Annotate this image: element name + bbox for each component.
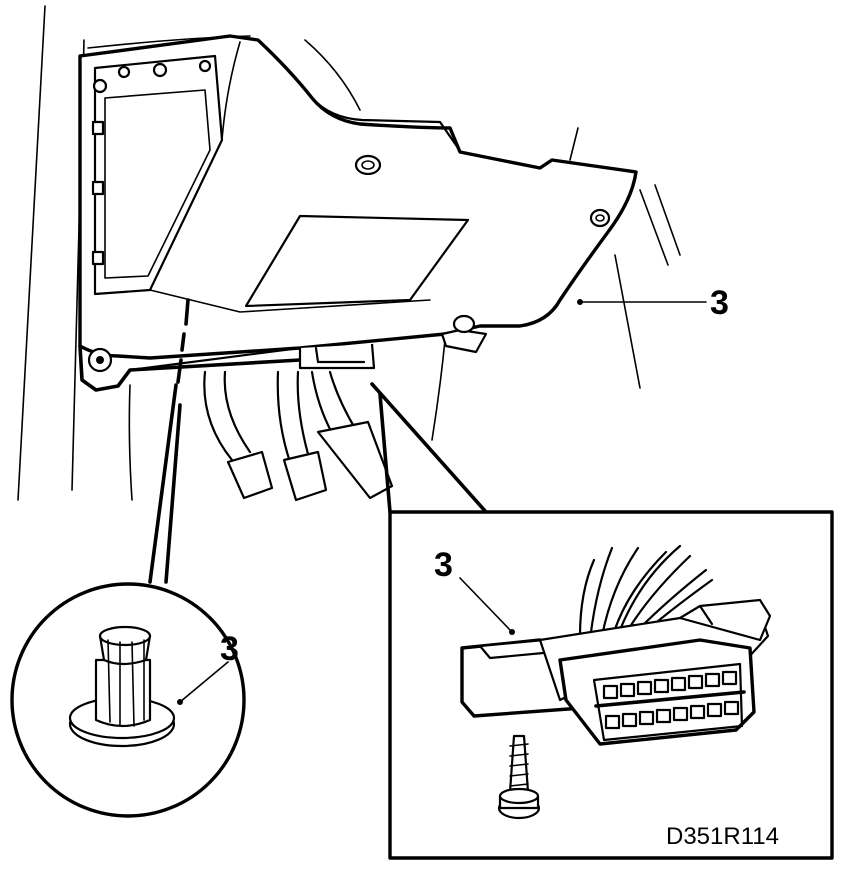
- main-view: 3: [17, 5, 729, 502]
- connector-pins: [602, 670, 740, 730]
- connector-callout-number: 3: [434, 546, 453, 584]
- panel-callout-number: 3: [710, 284, 729, 322]
- clip-guide-line: [176, 298, 190, 384]
- lower-dash-panel: [78, 34, 638, 392]
- diagnostic-connector: [460, 598, 772, 746]
- clip-detail: 3: [10, 383, 246, 818]
- push-clip: [68, 625, 176, 748]
- panel-callout: 3: [577, 284, 729, 322]
- connector-detail: 3 D351R114: [370, 382, 834, 860]
- pedals: [203, 370, 394, 502]
- clip-callout-number: 3: [220, 630, 239, 668]
- drawing-code: D351R114: [666, 823, 779, 850]
- screw: [497, 734, 541, 820]
